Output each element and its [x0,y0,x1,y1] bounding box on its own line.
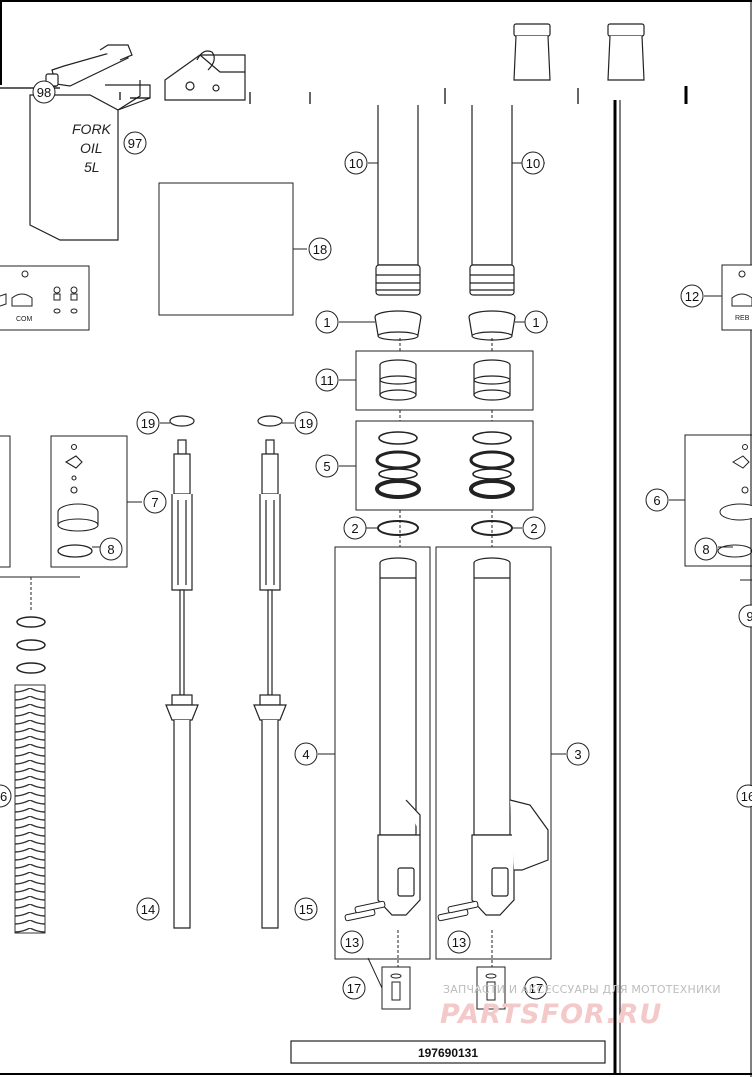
oil-can-line1: FORK [72,121,112,137]
bleed-screws [390,973,497,1001]
svg-text:1: 1 [323,315,330,330]
callout-10-right: 10 [521,151,545,175]
sticker-sheet [158,182,294,316]
bushings-right [469,431,515,499]
callout-6: 6 [645,488,669,512]
callout-17-left: 17 [342,976,366,1000]
svg-text:15: 15 [299,902,313,917]
left-partial-box [0,435,80,578]
callout-15: 15 [294,897,318,921]
svg-text:16: 16 [741,789,752,804]
callout-11: 11 [315,368,339,392]
svg-text:97: 97 [128,136,142,151]
oil-can-line2: OIL [80,140,103,156]
callout-9: 9 [738,604,752,628]
callout-2-right: 2 [522,516,546,540]
damper-cartridge-left [165,415,199,929]
svg-text:13: 13 [345,935,359,950]
compression-o-ring [57,544,93,558]
outer-tube-left [375,105,421,296]
callout-17-right: 17 [524,976,548,1000]
svg-text:19: 19 [299,416,313,431]
fork-oil-can-icon [29,80,151,241]
callout-2-left: 2 [343,516,367,540]
inner-tube-right [471,557,549,916]
axle-clamp-bolts-left [344,900,386,922]
callout-1-right: 1 [524,310,548,334]
svg-text:2: 2 [530,521,537,536]
svg-text:19: 19 [141,416,155,431]
kit-label-reb: REB [735,315,750,322]
callout-1-left: 1 [315,310,339,334]
callout-13-left: 13 [340,930,364,954]
callout-3: 3 [566,742,590,766]
callout-8-left: 8 [99,537,123,561]
svg-text:8: 8 [107,542,114,557]
damper-cartridge-right [253,415,287,929]
callout-12: 12 [680,284,704,308]
inner-tube-left [377,557,421,916]
kit-label-com: COM [16,316,33,323]
svg-text:7: 7 [151,495,158,510]
rebound-adjuster-kit [721,264,752,331]
svg-text:18: 18 [313,242,327,257]
fork-spring [14,616,46,934]
axle-clamp-bolts-right [437,900,479,922]
callout-16-right: 16 [736,784,752,808]
callout-19-right: 19 [294,411,318,435]
svg-text:5: 5 [323,459,330,474]
oil-can-line3: 5L [84,159,100,175]
drawing-number: 197690131 [418,1046,478,1060]
svg-text:6: 6 [653,493,660,508]
svg-text:12: 12 [685,289,699,304]
callout-13-right: 13 [447,930,471,954]
svg-text:3: 3 [574,747,581,762]
o-ring-left [377,520,419,536]
callout-7: 7 [143,490,167,514]
svg-text:11: 11 [320,373,334,388]
watermark-logo: PARTSFOR.RU [440,999,662,1030]
grease-tube-icon [45,44,133,87]
oil-seal-right [473,359,511,401]
dust-wiper-left [374,310,422,341]
callout-18: 18 [308,237,332,261]
bushings-left [375,431,421,499]
svg-text:16: 16 [0,789,7,804]
callout-98: 98 [32,80,56,104]
svg-text:2: 2 [351,521,358,536]
canister-icon [164,50,246,101]
fork-top-tubes [513,23,645,81]
watermark-tagline: ЗАПЧАСТИ И АКСЕССУАРЫ ДЛЯ МОТОТЕХНИКИ [443,983,721,996]
svg-text:8: 8 [702,542,709,557]
callout-16-left: 16 [0,784,12,808]
fork-leg-left-box [334,546,431,960]
svg-text:10: 10 [349,156,363,171]
callout-4: 4 [294,742,318,766]
callout-5: 5 [315,454,339,478]
svg-text:9: 9 [746,609,752,624]
svg-text:4: 4 [302,747,309,762]
callout-97: 97 [123,131,147,155]
svg-text:17: 17 [347,981,361,996]
drawing-number-box [290,1040,606,1064]
fork-leg-right-box [435,546,552,960]
outer-tube-right [469,105,515,296]
svg-text:13: 13 [452,935,466,950]
dust-wiper-right [468,310,516,341]
callouts: 98 97 10 10 18 12 1 1 11 5 2 2 19 19 7 8… [0,80,752,1000]
callout-19-left: 19 [136,411,160,435]
svg-text:10: 10 [526,156,540,171]
oil-seal-left [379,359,417,401]
svg-text:1: 1 [532,315,539,330]
callout-14: 14 [136,897,160,921]
callout-8-right: 8 [694,537,718,561]
callout-10-left: 10 [344,151,368,175]
svg-text:14: 14 [141,902,155,917]
compression-adjuster-kit [0,265,90,331]
compression-valve [57,443,99,532]
svg-text:98: 98 [37,85,51,100]
svg-text:17: 17 [529,981,543,996]
